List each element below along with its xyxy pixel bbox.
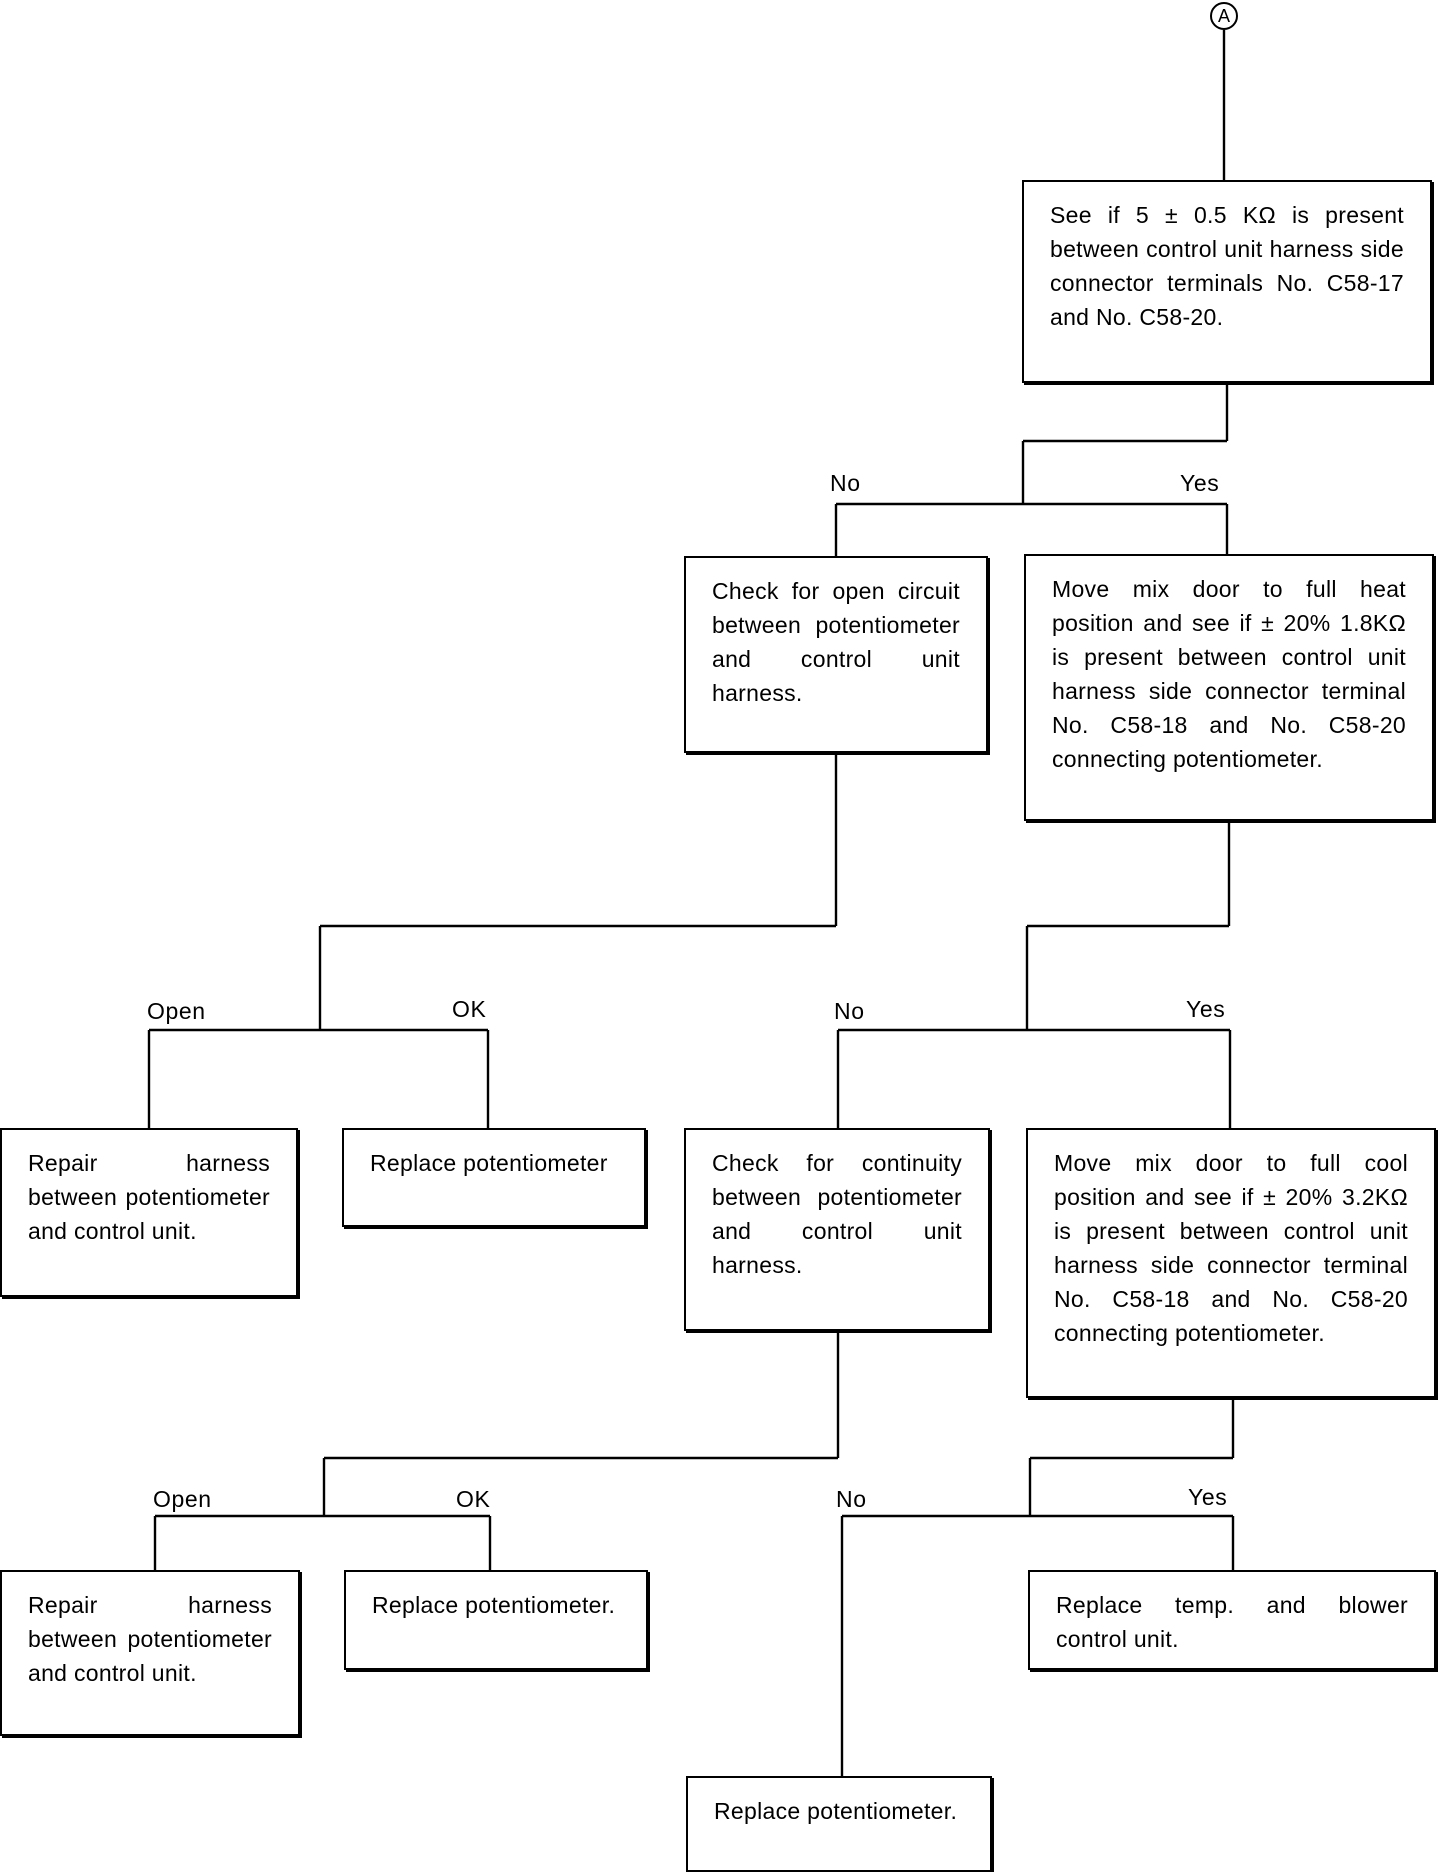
branch-3-no-label: No (834, 998, 865, 1024)
step-replace-potentiometer-1: Replace potentiometer (342, 1128, 646, 1227)
branch-1-no-label: No (830, 470, 861, 496)
connector-a-marker: A (1210, 2, 1238, 30)
step-check-5k-resistance: See if 5 ± 0.5 KΩ is present between con… (1022, 180, 1432, 383)
step-full-heat-check: Move mix door to full heat position and … (1024, 554, 1434, 821)
step-repair-harness-2: Repair harness between potentiometer and… (0, 1570, 300, 1736)
step-full-cool-check: Move mix door to full cool position and … (1026, 1128, 1436, 1398)
branch-4-open-label: Open (153, 1486, 212, 1512)
branch-2-open-label: Open (147, 998, 206, 1024)
step-open-circuit-check: Check for open circuit between potentiom… (684, 556, 988, 753)
branch-2-ok-label: OK (452, 996, 487, 1022)
branch-3-yes-label: Yes (1186, 996, 1226, 1022)
step-repair-harness-1: Repair harness between potentiometer and… (0, 1128, 298, 1297)
step-replace-potentiometer-3: Replace potentiometer. (686, 1776, 992, 1872)
branch-5-no-label: No (836, 1486, 867, 1512)
branch-1-yes-label: Yes (1180, 470, 1220, 496)
step-replace-control-unit: Replace temp. and blower control unit. (1028, 1570, 1436, 1670)
step-continuity-check: Check for continuity between potentiomet… (684, 1128, 990, 1331)
step-replace-potentiometer-2: Replace potentiometer. (344, 1570, 648, 1670)
branch-5-yes-label: Yes (1188, 1484, 1228, 1510)
branch-4-ok-label: OK (456, 1486, 491, 1512)
